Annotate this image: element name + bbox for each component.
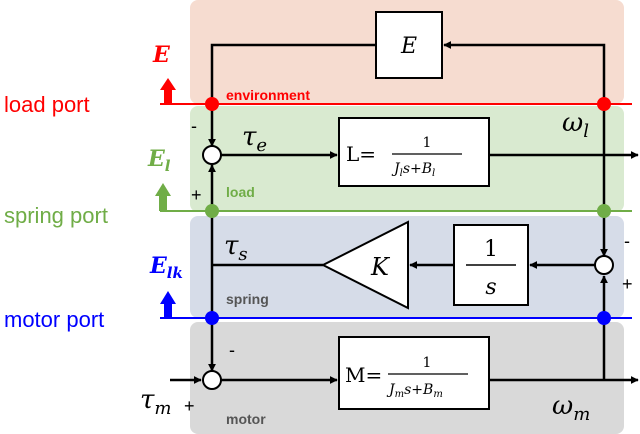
motor-block-prefix: M= — [345, 363, 382, 387]
motor-zone-label: motor — [226, 411, 266, 427]
energy-Elk-marker — [160, 291, 176, 318]
load-port-dot-left — [205, 97, 219, 111]
load-block-prefix: L= — [346, 142, 376, 166]
load-block — [338, 117, 490, 187]
energy-El-marker — [155, 183, 171, 211]
spring-port-label: spring port — [4, 203, 108, 228]
omega-l-label: ωl — [562, 108, 589, 142]
tau-e-label: τe — [242, 122, 267, 156]
load-block-den: Jls+Bl — [391, 161, 435, 179]
spring-gain-block — [320, 220, 409, 310]
tau-s-label: τs — [224, 231, 248, 265]
environment-block — [375, 11, 443, 79]
energy-E-marker — [160, 78, 176, 104]
load-summing-junction — [202, 145, 222, 165]
spring-port-dot-right — [597, 204, 611, 218]
spring-zone-label: spring — [226, 291, 269, 307]
integrator-den: s — [485, 275, 496, 300]
spring-junction-minus: - — [624, 231, 630, 251]
motor-block-num: 1 — [423, 355, 432, 371]
motor-junction-minus: - — [229, 340, 235, 360]
motor-block — [338, 336, 490, 410]
integrator-num: 1 — [484, 237, 498, 262]
motor-junction-plus: + — [184, 396, 195, 416]
signal-wires — [170, 41, 639, 384]
energy-El-label: El — [147, 146, 171, 175]
spring-port-dot-left — [205, 204, 219, 218]
energy-Elk-main: E — [149, 253, 168, 279]
energy-El-sub: l — [165, 157, 171, 175]
energy-El-main: E — [147, 146, 166, 172]
environment-zone-label: environment — [226, 87, 310, 103]
load-junction-minus: - — [191, 116, 197, 136]
motor-port-dot-right — [597, 311, 611, 325]
motor-port-label: motor port — [4, 307, 104, 332]
motor-summing-junction — [202, 370, 222, 390]
load-port-dot-right — [597, 97, 611, 111]
energy-Elk-sub: lk — [167, 264, 183, 282]
load-zone-label: load — [226, 184, 255, 200]
environment-block-label: E — [400, 34, 417, 59]
energy-E-label: E — [152, 42, 171, 68]
motor-block-den: Jms+Bm — [386, 382, 443, 400]
spring-summing-junction — [594, 255, 614, 275]
tau-m-label: τm — [140, 385, 171, 419]
load-port-label: load port — [4, 92, 90, 117]
spring-junction-plus: + — [622, 274, 633, 294]
energy-Elk-label: Elk — [149, 253, 183, 282]
load-junction-plus: + — [191, 185, 202, 205]
motor-port-dot-left — [205, 311, 219, 325]
spring-gain-label: K — [370, 253, 391, 281]
omega-m-label: ωm — [552, 391, 590, 425]
load-block-num: 1 — [423, 135, 432, 151]
